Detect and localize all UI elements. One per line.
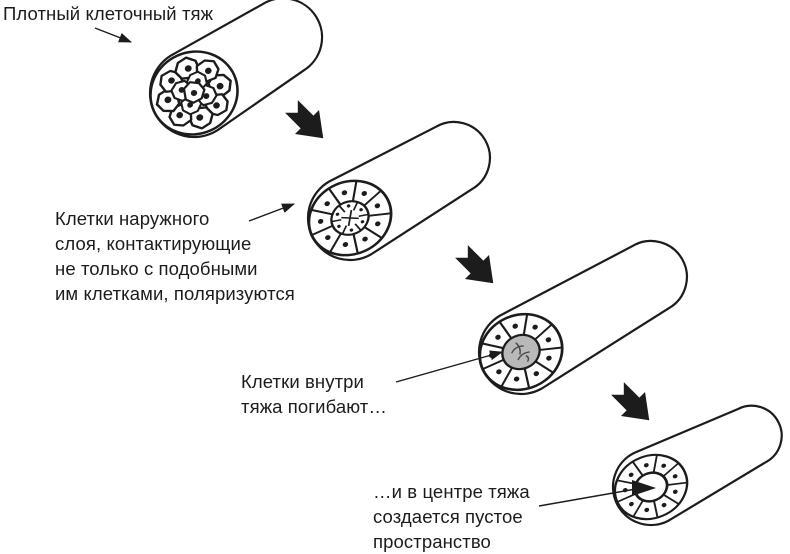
stage-1-cross-section bbox=[149, 50, 239, 136]
stage-2-cell-cord bbox=[295, 120, 491, 270]
stage-3-cell-cord bbox=[466, 239, 688, 405]
leader-arrow-2-icon bbox=[248, 203, 295, 222]
leader-line-4 bbox=[538, 488, 637, 507]
stage-3-cross-section bbox=[466, 299, 576, 405]
dying-inner-cells bbox=[501, 333, 541, 371]
stage-3-label: Клетки внутри тяжа погибают… bbox=[241, 371, 387, 417]
stage-4-label: …и в центре тяжа создается пустое простр… bbox=[373, 481, 530, 552]
leader-arrowhead-4-icon bbox=[632, 480, 656, 496]
stage-2-cross-section bbox=[295, 166, 405, 270]
step-arrow-3-icon bbox=[611, 382, 650, 421]
step-arrow-2-icon bbox=[455, 245, 494, 284]
step-arrow-1-icon bbox=[285, 100, 324, 139]
leader-arrow-3-icon bbox=[395, 350, 503, 383]
leader-arrow-1-icon bbox=[94, 27, 132, 43]
stage-1-cell-cord bbox=[148, 0, 324, 139]
stage-1-label: Плотный клеточный тяж bbox=[3, 3, 214, 24]
stage-2-label: Клетки наружного слоя, контактирующие не… bbox=[55, 208, 295, 304]
